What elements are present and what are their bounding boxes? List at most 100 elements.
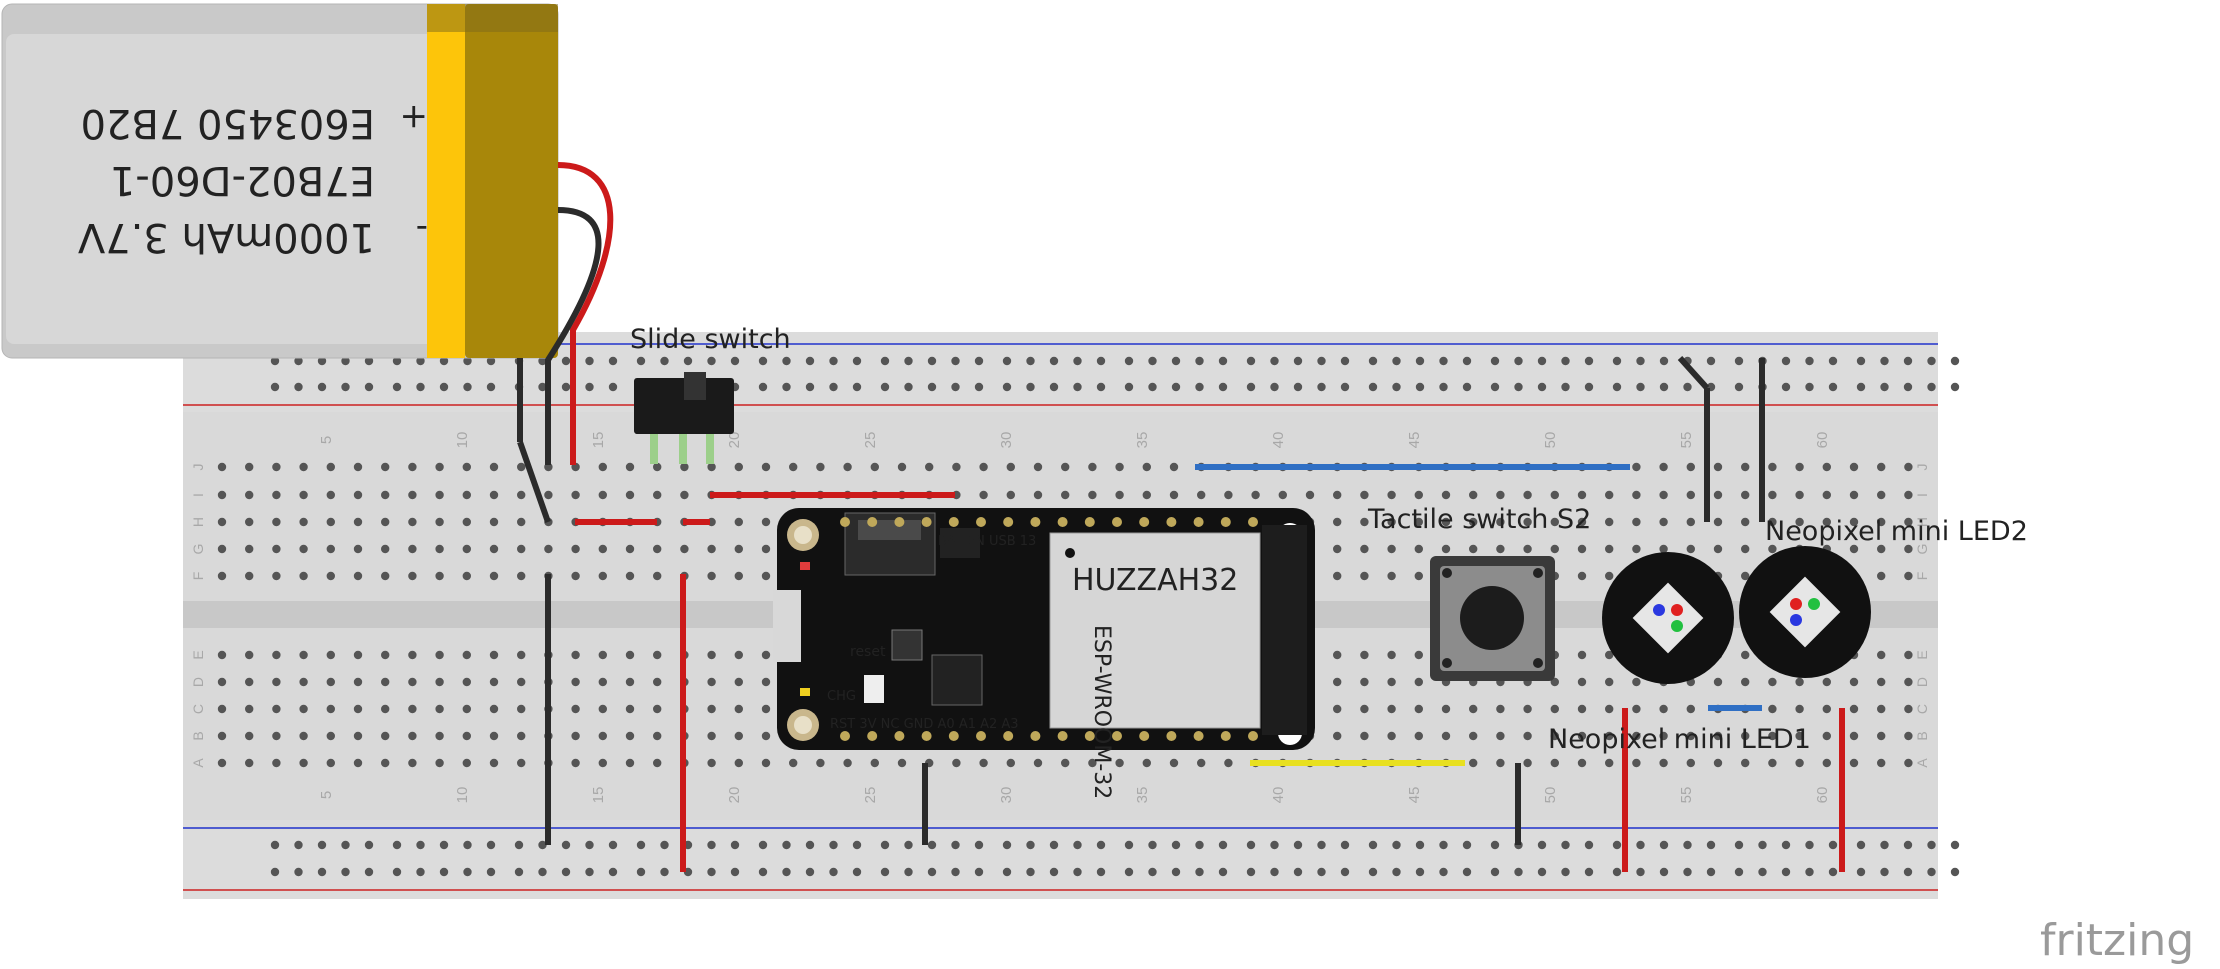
breadboard-hole (897, 758, 907, 768)
breadboard-column-number: 20 (726, 432, 743, 449)
breadboard-hole (1148, 382, 1157, 392)
breadboard-hole (270, 356, 280, 366)
breadboard-hole (1414, 731, 1424, 741)
breadboard-hole (1768, 490, 1777, 500)
breadboard-hole (1368, 356, 1378, 366)
board-reset-label: reset (850, 644, 886, 660)
breadboard-hole (1317, 382, 1326, 392)
breadboard-hole (1632, 517, 1641, 527)
breadboard-hole (1415, 840, 1425, 850)
breadboard-hole (1577, 490, 1587, 500)
breadboard-hole (272, 731, 281, 741)
breadboard-hole (1142, 758, 1152, 768)
breadboard-hole (1805, 867, 1814, 877)
breadboard-hole (1002, 867, 1012, 877)
breadboard-hole (1088, 462, 1097, 472)
breadboard-hole (381, 758, 390, 768)
breadboard-hole (364, 840, 374, 850)
breadboard-hole (561, 356, 571, 366)
breadboard-hole (294, 382, 303, 392)
breadboard-hole (1877, 462, 1886, 472)
breadboard-hole (880, 840, 890, 850)
breadboard-hole (1713, 731, 1723, 741)
breadboard-hole (463, 382, 472, 392)
breadboard-hole (880, 356, 890, 366)
breadboard-hole (272, 490, 281, 500)
breadboard-hole (462, 517, 471, 527)
breadboard-hole (1605, 571, 1614, 581)
breadboard-hole (299, 571, 308, 581)
breadboard-hole (1632, 731, 1641, 741)
breadboard-hole (544, 490, 553, 500)
breadboard-hole (1636, 867, 1645, 877)
board-chg-label: CHG (827, 689, 856, 704)
breadboard-hole (1073, 356, 1082, 366)
breadboard-hole (1317, 840, 1326, 850)
lipo-battery: 1000mAh 3.7V E7B02-D60-1 E603450 7B20 + … (1, 3, 559, 359)
breadboard-hole (408, 704, 417, 714)
breadboard-hole (245, 490, 254, 500)
neopixel-led2: Neopixel mini LED2 (1739, 516, 2028, 678)
breadboard-hole (1148, 356, 1157, 366)
breadboard-hole (217, 704, 227, 714)
breadboard-hole (1246, 867, 1256, 877)
breadboard-column-number: 55 (1678, 787, 1695, 804)
breadboard-hole (1950, 840, 1960, 850)
board-pin (1084, 517, 1095, 527)
breadboard-hole (514, 867, 524, 877)
breadboard-hole (272, 677, 281, 687)
breadboard-hole (1856, 840, 1866, 850)
breadboard-hole (326, 490, 335, 500)
breadboard-hole (1061, 758, 1070, 768)
breadboard-hole (805, 382, 815, 392)
breadboard-hole (462, 650, 471, 660)
breadboard-hole (707, 571, 716, 581)
breadboard-hole (1781, 840, 1791, 850)
breadboard-hole (1686, 758, 1696, 768)
breadboard-hole (1903, 867, 1913, 877)
board-pin (1030, 731, 1041, 741)
breadboard-hole (299, 462, 308, 472)
breadboard-hole (707, 704, 716, 714)
breadboard-hole (1849, 462, 1859, 472)
breadboard-hole (1849, 517, 1859, 527)
breadboard-hole (782, 382, 791, 392)
breadboard-hole (1805, 382, 1814, 392)
breadboard-row-letter: D (190, 677, 206, 687)
breadboard-hole (974, 867, 984, 877)
breadboard-hole (598, 677, 607, 687)
breadboard-hole (1270, 840, 1279, 850)
breadboard-hole (1469, 517, 1478, 527)
breadboard-hole (245, 462, 254, 472)
breadboard-hole (538, 867, 547, 877)
breadboard-hole (517, 677, 526, 687)
breadboard-hole (1713, 517, 1723, 527)
breadboard-row-letter: B (1914, 731, 1930, 740)
breadboard-hole (1246, 840, 1256, 850)
breadboard-hole (608, 382, 618, 392)
breadboard-hole (1856, 867, 1866, 877)
breadboard-hole (1293, 382, 1303, 392)
breadboard-hole (1903, 356, 1913, 366)
breadboard-hole (707, 840, 716, 850)
breadboard-hole (1537, 382, 1547, 392)
breadboard-hole (636, 867, 646, 877)
breadboard-hole (625, 544, 635, 554)
breadboard-hole (852, 356, 862, 366)
breadboard-hole (462, 571, 471, 581)
breadboard-hole (1904, 517, 1913, 527)
breadboard-hole (408, 677, 417, 687)
breadboard-hole (571, 490, 580, 500)
breadboard-hole (341, 840, 350, 850)
breadboard-hole (489, 704, 499, 714)
board-pin (1220, 517, 1231, 527)
breadboard-hole (608, 356, 618, 366)
board-pin (1248, 517, 1258, 527)
breadboard-hole (1392, 840, 1401, 850)
breadboard-hole (1496, 731, 1505, 741)
breadboard-hole (299, 758, 308, 768)
breadboard-hole (625, 490, 635, 500)
breadboard-hole (1758, 840, 1767, 850)
breadboard-hole (1537, 867, 1547, 877)
breadboard-hole (1224, 490, 1233, 500)
